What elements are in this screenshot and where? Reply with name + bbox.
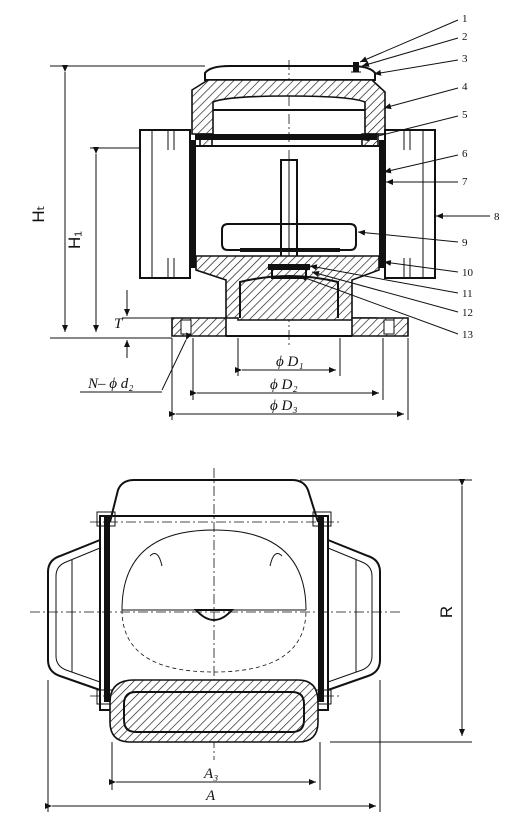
dim-A: A: [205, 788, 216, 804]
section-dimensions: Hₜ H₁ T N– ϕ d₂ ϕ D₁ ϕ D₂ ϕ D₃: [29, 65, 409, 420]
part-label-2: 2: [462, 31, 468, 43]
plan-lower-chamber: [109, 679, 319, 743]
part-label-4: 4: [462, 81, 468, 93]
dim-H1: H₁: [65, 231, 84, 249]
dim-D1: ϕ D₁: [276, 354, 304, 370]
part-label-7: 7: [462, 176, 468, 188]
part-label-9: 9: [462, 237, 468, 249]
left-pipe: [139, 129, 191, 279]
right-pipe: [384, 129, 436, 279]
dim-D2: ϕ D₂: [270, 377, 298, 393]
plan-top-cap: [109, 479, 319, 523]
dim-A3: A₃: [203, 766, 218, 782]
plan-disk-upper: [121, 529, 307, 611]
disk: [221, 223, 357, 251]
base-flange-right: [351, 317, 409, 337]
top-cover: [204, 65, 376, 81]
left-filter-screen: [190, 140, 196, 268]
part-label-6: 6: [462, 148, 468, 160]
upper-ring: [191, 79, 386, 135]
plan-right-screen: [318, 516, 324, 702]
part-1-bolt: [353, 62, 359, 72]
plan-left-screen: [104, 516, 110, 702]
plan-view: [30, 468, 400, 760]
plan-stem-nut: [193, 609, 235, 621]
base-flange-left: [171, 317, 227, 337]
plan-body: [99, 515, 329, 711]
part-5-gasket: [195, 134, 377, 140]
part-label-1: 1: [462, 13, 468, 25]
part-label-10: 10: [462, 267, 474, 279]
section-view: [139, 60, 436, 345]
dim-T: T: [114, 316, 124, 332]
part-label-8: 8: [494, 211, 500, 223]
dim-bolt-holes: N– ϕ d₂: [87, 376, 133, 392]
dim-R: R: [437, 606, 456, 618]
part-label-3: 3: [462, 53, 468, 65]
part-label-5: 5: [462, 109, 468, 121]
dim-HT: Hₜ: [29, 205, 48, 222]
part-6-filter-screen: [379, 140, 385, 268]
part-label-11: 11: [462, 288, 473, 300]
plan-left-wing: [47, 539, 101, 691]
part-label-13: 13: [462, 329, 474, 341]
part-label-12: 12: [462, 307, 473, 319]
dim-D3: ϕ D₃: [270, 398, 298, 414]
part-callouts: 1 2 3 4 5 6 7 8 9 10 11 12 13: [299, 13, 500, 341]
plan-right-wing: [327, 539, 381, 691]
plan-dimensions: R A₃ A: [45, 479, 472, 812]
